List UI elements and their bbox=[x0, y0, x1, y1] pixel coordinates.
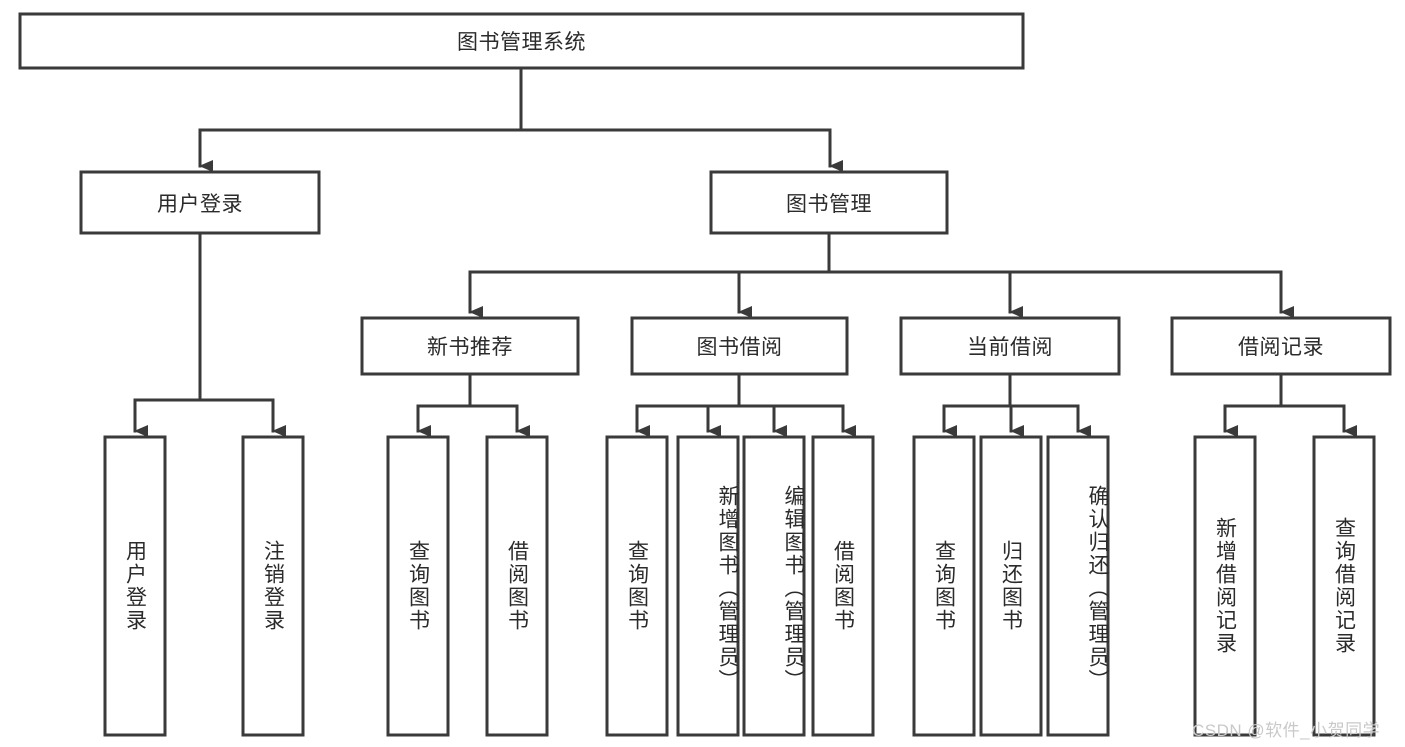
node-leaf-confirm-return-admin[interactable] bbox=[1046, 435, 1110, 737]
connector-user-login-bus bbox=[133, 231, 275, 402]
node-book-manage[interactable] bbox=[709, 170, 949, 235]
node-leaf-query-book-borrow[interactable] bbox=[605, 435, 669, 737]
node-leaf-logout[interactable] bbox=[241, 435, 305, 737]
node-leaf-query-book-recommend[interactable] bbox=[386, 435, 450, 737]
node-leaf-add-borrow-record[interactable] bbox=[1193, 435, 1257, 737]
connector-current-borrow-bus bbox=[942, 372, 1080, 408]
node-leaf-add-book-admin[interactable] bbox=[676, 435, 740, 737]
connector-root-bus bbox=[198, 66, 832, 132]
node-leaf-user-login[interactable] bbox=[103, 435, 167, 737]
node-root[interactable] bbox=[18, 12, 1025, 70]
node-leaf-borrow-book[interactable] bbox=[811, 435, 875, 737]
watermark-text: CSDN @软件_小贺同学 bbox=[1192, 721, 1381, 740]
connector-book-borrow-bus bbox=[635, 372, 845, 408]
connector-new-book-recommend-bus bbox=[416, 372, 519, 408]
node-leaf-return-book[interactable] bbox=[979, 435, 1043, 737]
node-current-borrow[interactable] bbox=[899, 316, 1121, 376]
node-leaf-edit-book-admin[interactable] bbox=[742, 435, 806, 737]
connector-book-manage-bus bbox=[468, 231, 1283, 274]
connector-borrow-record-bus bbox=[1223, 372, 1346, 408]
node-leaf-borrow-book-recommend[interactable] bbox=[485, 435, 549, 737]
node-book-borrow[interactable] bbox=[630, 316, 849, 376]
node-leaf-query-borrow-record[interactable] bbox=[1312, 435, 1376, 737]
node-new-book-recommend[interactable] bbox=[360, 316, 580, 376]
node-leaf-query-book-current[interactable] bbox=[912, 435, 976, 737]
node-borrow-record[interactable] bbox=[1170, 316, 1392, 376]
node-user-login[interactable] bbox=[79, 170, 321, 235]
